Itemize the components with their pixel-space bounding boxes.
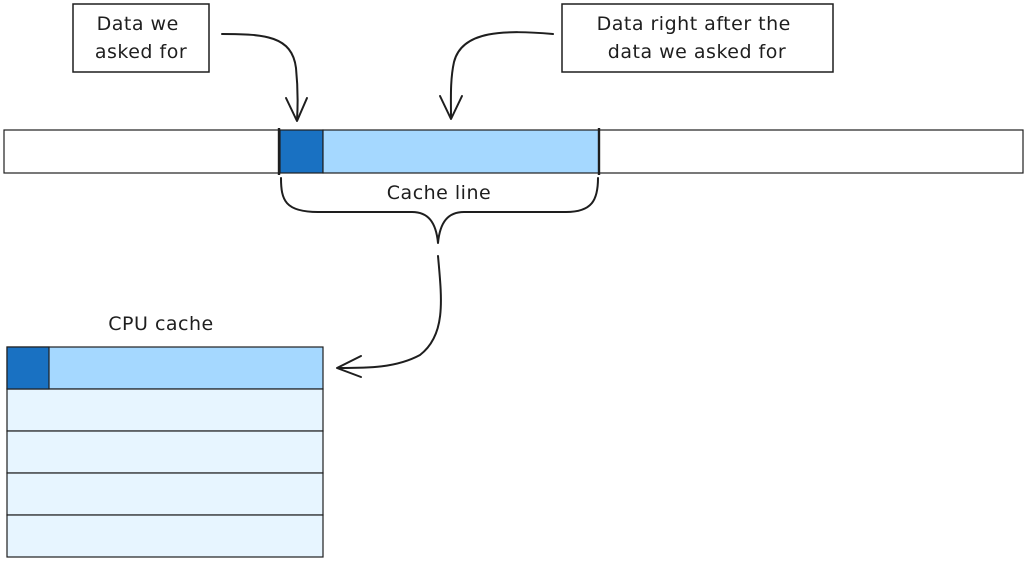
cpu-cache-asked-block <box>6 346 50 390</box>
callout-data-after-box <box>561 3 834 73</box>
cpu-cache-row <box>6 472 324 516</box>
callout-data-asked-box <box>72 3 210 73</box>
callout-data-asked: Data we asked for <box>72 3 210 73</box>
memory-cache-line-block <box>322 129 600 174</box>
cache-line-brace <box>280 177 599 244</box>
memory-strip <box>3 128 1024 175</box>
cpu-cache-row <box>6 388 324 432</box>
callout-data-asked-line-2: asked for <box>95 41 187 63</box>
arrow-to-asked-block <box>221 33 308 122</box>
memory-strip-left <box>3 129 281 174</box>
arrow-to-after-block <box>439 31 554 120</box>
cpu-cache-row <box>6 514 324 558</box>
memory-asked-block <box>279 129 324 174</box>
memory-strip-right <box>598 129 1024 174</box>
callout-data-asked-line-1: Data we <box>97 13 179 35</box>
svg-text:Data we asked for: Data we asked for <box>95 13 187 63</box>
svg-text:Data right after the dat: Data right after the data we asked for <box>597 13 798 63</box>
cache-line-label: Cache line <box>387 182 491 204</box>
callout-data-after: Data right after the data we asked for <box>561 3 834 73</box>
cpu-cache-row <box>6 430 324 474</box>
callout-data-after-line-1: Data right after the <box>597 13 791 35</box>
cpu-cache-row <box>6 346 324 390</box>
arrow-to-cpu-cache <box>336 255 442 378</box>
cpu-cache-table <box>6 346 324 558</box>
callout-data-after-line-2: data we asked for <box>608 41 786 63</box>
cpu-cache-label: CPU cache <box>108 313 213 335</box>
